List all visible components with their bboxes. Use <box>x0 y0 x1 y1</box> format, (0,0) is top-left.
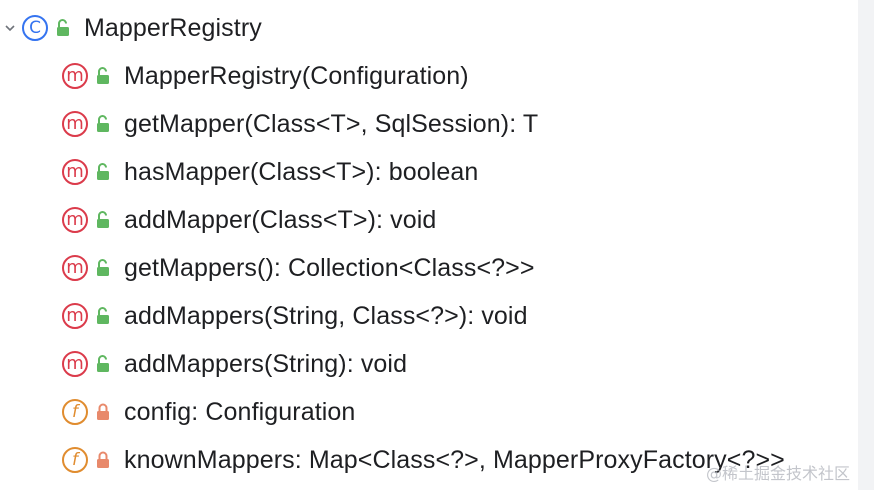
tree-node-method[interactable]: m getMapper(Class<T>, SqlSession): T <box>62 100 538 148</box>
method-signature: addMappers(String): void <box>124 349 408 378</box>
public-unlocked-icon <box>94 161 112 183</box>
field-signature: knownMappers: Map<Class<?>, MapperProxyF… <box>124 445 785 474</box>
chevron-down-icon[interactable] <box>2 20 18 36</box>
tree-node-class[interactable]: C MapperRegistry <box>0 4 262 52</box>
public-unlocked-icon <box>54 17 72 39</box>
method-icon: m <box>62 111 88 137</box>
private-lock-icon <box>94 449 112 471</box>
method-icon: m <box>62 351 88 377</box>
tree-node-method[interactable]: m MapperRegistry(Configuration) <box>62 52 469 100</box>
public-unlocked-icon <box>94 305 112 327</box>
method-signature: MapperRegistry(Configuration) <box>124 61 469 90</box>
field-icon: f <box>62 447 88 473</box>
public-unlocked-icon <box>94 209 112 231</box>
method-icon: m <box>62 255 88 281</box>
tree-node-field[interactable]: f knownMappers: Map<Class<?>, MapperProxy… <box>62 436 785 484</box>
tree-node-field[interactable]: f config: Configuration <box>62 388 355 436</box>
tree-node-method[interactable]: m hasMapper(Class<T>): boolean <box>62 148 478 196</box>
method-signature: addMapper(Class<T>): void <box>124 205 437 234</box>
method-signature: hasMapper(Class<T>): boolean <box>124 157 479 186</box>
method-icon: m <box>62 63 88 89</box>
public-unlocked-icon <box>94 353 112 375</box>
class-icon: C <box>22 15 48 41</box>
method-icon: m <box>62 159 88 185</box>
field-icon: f <box>62 399 88 425</box>
private-lock-icon <box>94 401 112 423</box>
tree-node-method[interactable]: m getMappers(): Collection<Class<?>> <box>62 244 535 292</box>
method-icon: m <box>62 303 88 329</box>
class-name: MapperRegistry <box>84 13 262 42</box>
method-signature: getMapper(Class<T>, SqlSession): T <box>124 109 539 138</box>
tree-node-method[interactable]: m addMapper(Class<T>): void <box>62 196 436 244</box>
tree-node-method[interactable]: m addMappers(String): void <box>62 340 407 388</box>
field-signature: config: Configuration <box>124 397 356 426</box>
method-signature: addMappers(String, Class<?>): void <box>124 301 528 330</box>
tree-node-method[interactable]: m addMappers(String, Class<?>): void <box>62 292 528 340</box>
public-unlocked-icon <box>94 113 112 135</box>
panel-gutter <box>858 0 874 490</box>
watermark: @稀土掘金技术社区 <box>705 464 850 483</box>
public-unlocked-icon <box>94 65 112 87</box>
method-signature: getMappers(): Collection<Class<?>> <box>124 253 535 282</box>
public-unlocked-icon <box>94 257 112 279</box>
method-icon: m <box>62 207 88 233</box>
